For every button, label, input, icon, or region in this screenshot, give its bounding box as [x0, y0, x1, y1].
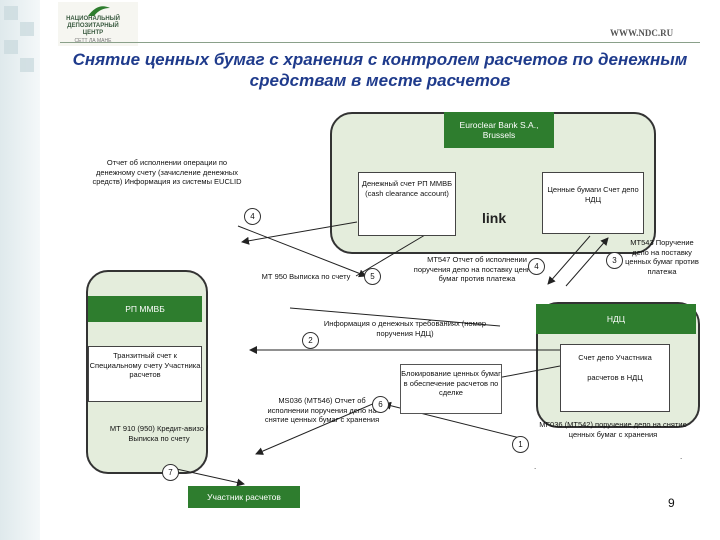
step-3-marker: 3 [606, 252, 623, 269]
label-cash-info: Информация о денежных требованиях (номер… [323, 319, 487, 338]
cash-account-box: Денежный счет РП ММВБ (cash clearance ac… [358, 172, 456, 236]
transit-account-box: Транзитный счет к Специальному счету Уча… [88, 346, 202, 402]
ndc-depo-line2: расчетов в НДЦ [587, 372, 643, 382]
rp-mmvb-box: РП ММВБ [88, 296, 202, 322]
step-6-marker: 6 [372, 396, 389, 413]
step-4-marker: 4 [244, 208, 261, 225]
participant-box: Участник расчетов [188, 486, 300, 508]
label-mt950: МТ 950 Выписка по счету [261, 272, 351, 281]
decor-tile [20, 58, 34, 72]
label-link: link [482, 210, 507, 226]
label-mt547: МТ547 Отчет об исполнении поручения депо… [413, 255, 541, 283]
decor-tile [4, 40, 18, 54]
logo-mark-icon [88, 6, 110, 16]
logo [58, 2, 138, 46]
ndc-depo-account-box: Счет депо Участника расчетов в НДЦ [560, 344, 670, 412]
arrow-3-mt543 [565, 237, 609, 287]
ndc-depo-line1: Счет депо Участника [578, 353, 652, 362]
euroclear-box: Euroclear Bank S.A., Brussels [444, 112, 554, 148]
step-7-marker: 7 [162, 464, 179, 481]
connector-cash-info [289, 307, 501, 327]
arrow-5-mt950 [237, 225, 367, 278]
step-2-marker: 2 [302, 332, 319, 349]
arrow-6-ms036 [255, 399, 383, 455]
ndc-box: НДЦ [536, 304, 696, 334]
step-5-marker: 5 [364, 268, 381, 285]
header-divider [60, 42, 700, 43]
arrow-7-mt910 [171, 467, 245, 487]
label-mt543: МТ543 Поручение депо на поставку ценных … [625, 238, 699, 276]
securities-account-box: Ценные бумаги Счет депо НДЦ [542, 172, 644, 234]
label-ms036: MS036 (МТ546) Отчет об исполнении поруче… [264, 396, 380, 424]
dot-mark: . [534, 462, 537, 471]
blocking-callout: Блокирование ценных бумаг в обеспечение … [400, 364, 502, 414]
step-1-marker: 1 [512, 436, 529, 453]
org-name: НАЦИОНАЛЬНЫЙ ДЕПОЗИТАРНЫЙ ЦЕНТР [66, 16, 120, 36]
label-mf036: MF036 (МТ542) поручение депо на снятие ц… [539, 420, 687, 439]
decor-tile [20, 22, 34, 36]
step-4-marker: 4 [528, 258, 545, 275]
left-decor-stripe [0, 0, 40, 540]
label-report-cash: Отчет об исполнении операции по денежном… [92, 158, 242, 186]
decor-tile [4, 6, 18, 20]
arrow-4-mt547 [547, 235, 591, 285]
page-number: 9 [668, 496, 675, 510]
arrow-4-report [241, 221, 358, 245]
slide-title: Снятие ценных бумаг с хранения с контрол… [72, 50, 688, 90]
label-mt910: МТ 910 (950) Кредит-авизо / Выписка по с… [109, 424, 209, 443]
org-sub: СЕТТ ЛА МАНЕ [74, 38, 112, 44]
dot-mark: . [680, 452, 683, 461]
site-url: WWW.NDC.RU [610, 28, 674, 38]
